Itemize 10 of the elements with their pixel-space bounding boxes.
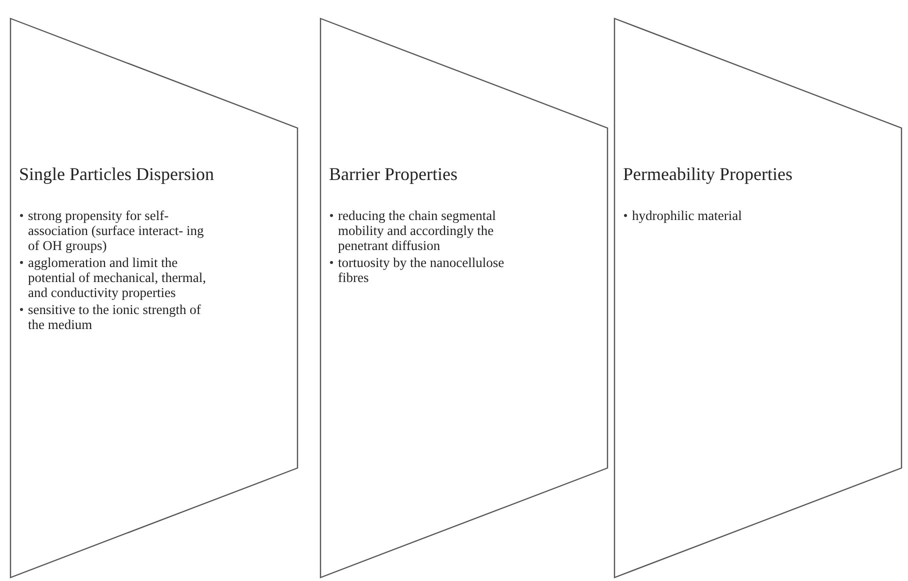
section-heading: Barrier Properties [329, 164, 458, 184]
chevron-shape [10, 18, 298, 578]
section-heading: Permeability Properties [623, 164, 794, 184]
bullet-text: hydrophilic material [632, 208, 743, 223]
bullet-text: sensitive to the ionic strength of the medium [28, 302, 202, 332]
chevron-shape [614, 18, 902, 578]
bullet-text: strong propensity for self-association (surface interact- ing of OH groups) [28, 208, 205, 253]
bullet-text: tortuosity by the nanocellulose fibres [338, 255, 506, 285]
chevron-shape [320, 18, 608, 578]
section-heading: Single Particles Dispersion [19, 164, 215, 184]
